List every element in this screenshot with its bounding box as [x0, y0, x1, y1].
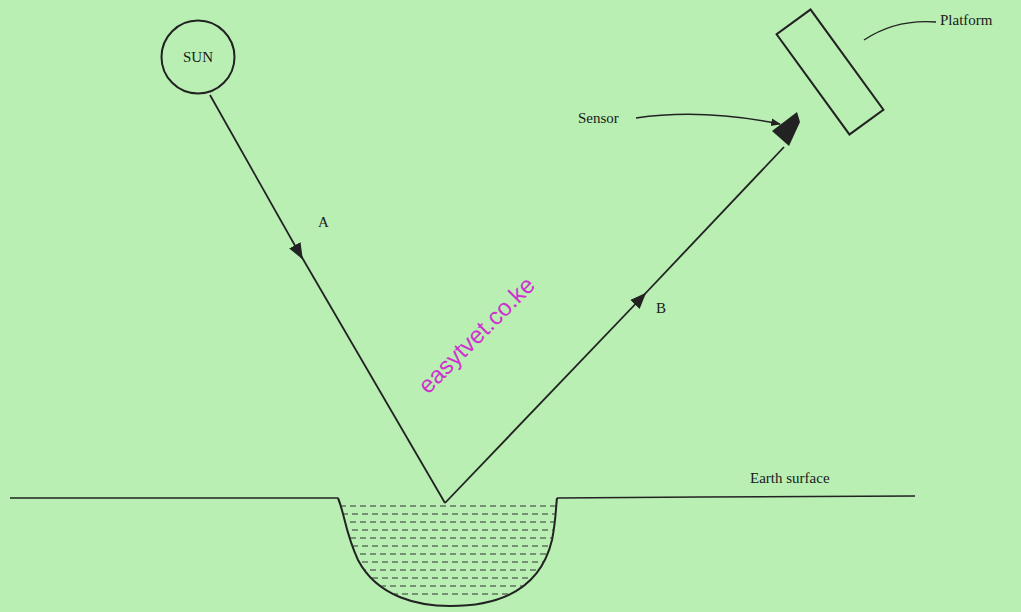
earth-surface-line	[10, 497, 338, 499]
part-label: Sensor	[578, 110, 619, 127]
sensor-symbol	[772, 112, 800, 146]
platform-leader	[864, 22, 936, 40]
sensor-leader	[636, 114, 780, 124]
earth-surface-line	[557, 496, 915, 498]
incident-ray	[210, 95, 302, 258]
water-hatching	[330, 506, 560, 594]
node-label: SUN	[183, 49, 213, 66]
sun-circle: SUN	[160, 19, 236, 95]
watermark: easytvet.co.ke	[413, 272, 540, 399]
reflected-ray	[642, 147, 784, 297]
ray-label: B	[656, 300, 666, 317]
ray-label: A	[318, 214, 329, 231]
surface-label: Earth surface	[750, 470, 830, 487]
part-label: Platform	[940, 12, 993, 29]
